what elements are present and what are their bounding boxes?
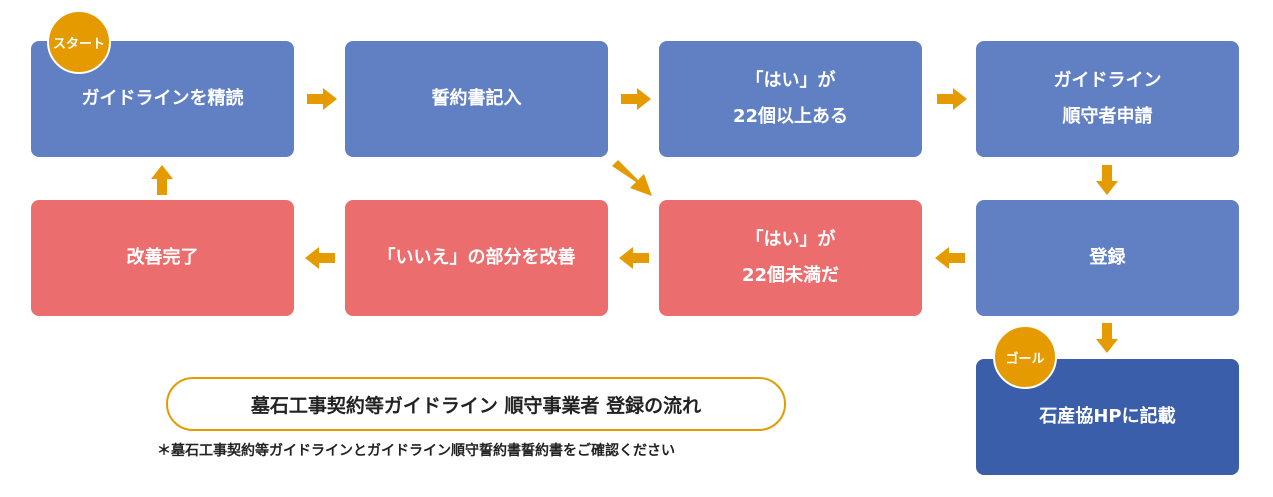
arrow-down-icon	[1096, 165, 1118, 195]
arrow-right-icon	[307, 88, 337, 110]
diagram-title: 墓石工事契約等ガイドライン 順守事業者 登録の流れ	[166, 377, 786, 431]
arrow-down-icon	[1096, 323, 1118, 353]
start-badge: スタート	[47, 10, 111, 74]
step-yes-under-22-line1: 「はい」が	[745, 229, 836, 250]
step-yes-under-22: 「はい」が 22個未満だ	[659, 200, 922, 316]
arrow-diagonal-down-right-icon	[612, 160, 652, 196]
diagram-title-text: 墓石工事契約等ガイドライン 順守事業者 登録の流れ	[250, 394, 702, 417]
footnote: ＊墓石工事契約等ガイドラインとガイドライン順守誓約書誓約書をご確認ください	[157, 443, 675, 459]
step-fill-pledge-label: 誓約書記入	[431, 88, 522, 109]
arrow-right-icon	[621, 88, 651, 110]
start-badge-label: スタート	[52, 36, 105, 52]
arrow-left-icon	[305, 247, 335, 269]
step-improvement-done-label: 改善完了	[126, 247, 199, 268]
step-apply-line2: 順守者申請	[1062, 106, 1153, 127]
step-improvement-done: 改善完了	[31, 200, 294, 316]
step-read-guideline-label: ガイドラインを精読	[81, 88, 244, 109]
arrow-right-icon	[937, 88, 967, 110]
step-yes-under-22-line2: 22個未満だ	[741, 265, 840, 286]
step-register-label: 登録	[1089, 247, 1126, 268]
arrow-left-icon	[935, 247, 965, 269]
step-fill-pledge: 誓約書記入	[345, 41, 608, 157]
goal-badge: ゴール	[993, 325, 1057, 389]
step-register: 登録	[976, 200, 1239, 316]
step-yes-over-22-line1: 「はい」が	[745, 70, 836, 91]
step-apply: ガイドライン 順守者申請	[976, 41, 1239, 157]
step-apply-line1: ガイドライン	[1053, 70, 1162, 91]
step-listed-on-hp-label: 石産協HPに記載	[1039, 406, 1176, 427]
step-yes-over-22: 「はい」が 22個以上ある	[659, 41, 922, 157]
step-improve-no-parts-label: 「いいえ」の部分を改善	[377, 247, 576, 268]
step-yes-over-22-line2: 22個以上ある	[732, 106, 849, 127]
step-improve-no-parts: 「いいえ」の部分を改善	[345, 200, 608, 316]
arrow-left-icon	[619, 247, 649, 269]
goal-badge-label: ゴール	[1005, 351, 1045, 367]
arrow-up-icon	[151, 165, 173, 195]
